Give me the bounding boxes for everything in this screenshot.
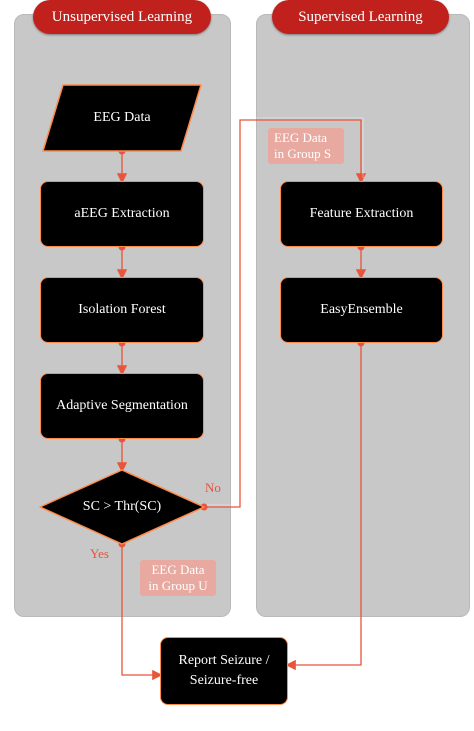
decision-node: SC > Thr(SC) [82,499,162,514]
feature-extraction-node: Feature Extraction [280,181,443,247]
edge-yes-to-report [121,544,163,681]
edge-easy-to-report [285,343,362,671]
adaptive-segmentation-node: Adaptive Segmentation [40,373,204,439]
eeg-data-node: EEG Data [93,110,151,125]
unsupervised-header: Unsupervised Learning [33,0,211,34]
no-label: No [205,480,221,495]
aeeg-extraction-node: aEEG Extraction [40,181,204,247]
supervised-header: Supervised Learning [272,0,449,34]
group-u-tag: EEG Data in Group U [140,560,216,596]
isolation-forest-node: Isolation Forest [40,277,204,343]
group-s-tag: EEG Data in Group S [268,128,344,164]
decision-shape [39,469,205,545]
easy-ensemble-node: EasyEnsemble [280,277,443,343]
yes-label: Yes [90,546,109,561]
edge-no-to-feature [204,119,367,508]
eeg-data-shape [42,84,202,152]
report-node: Report Seizure / Seizure-free [160,637,288,705]
